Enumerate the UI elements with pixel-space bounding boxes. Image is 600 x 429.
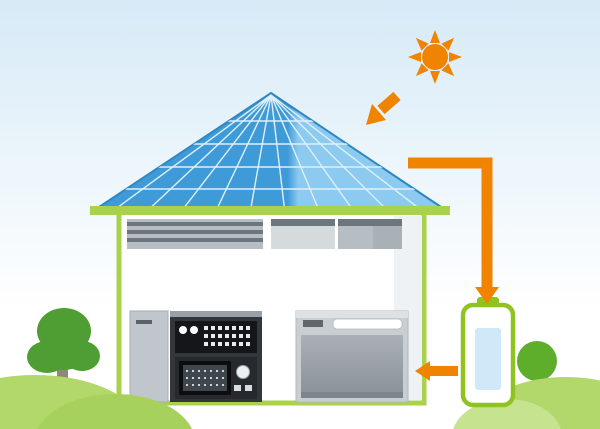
roof-to-battery-arrow-icon xyxy=(408,157,499,304)
sun-ray xyxy=(408,52,421,62)
sun-ray xyxy=(449,52,462,62)
dishwasher-handle-slot xyxy=(332,318,403,330)
dishwasher xyxy=(295,310,409,403)
battery-to-appliances-arrow-icon xyxy=(415,361,458,381)
sun-ray xyxy=(415,37,429,51)
ground-floor-appliances xyxy=(129,310,409,403)
storage-battery xyxy=(460,297,516,408)
sun-ray xyxy=(415,63,429,77)
vent-slat xyxy=(127,230,263,234)
roof-eave xyxy=(90,206,450,215)
dishwasher-control xyxy=(303,320,323,327)
sunlight-arrow-icon xyxy=(366,91,401,125)
refrigerator xyxy=(129,310,169,403)
sun-core xyxy=(422,44,448,70)
dishwasher-top xyxy=(296,311,408,318)
sun-ray xyxy=(430,71,440,84)
refrigerator-handle xyxy=(136,320,152,324)
window-right-shade xyxy=(338,219,402,226)
stove-knob xyxy=(190,326,198,334)
cooking-stove-oven-unit xyxy=(170,311,262,402)
sun-ray xyxy=(430,30,440,43)
sun-ray xyxy=(441,37,455,51)
dishwasher-kickplate xyxy=(301,392,403,398)
oven-button xyxy=(245,385,252,391)
left-tree-canopy xyxy=(27,308,100,373)
window-center-shade xyxy=(271,219,335,226)
left-bush xyxy=(0,375,193,429)
stove-control-panel xyxy=(175,321,257,353)
upper-floor-windows xyxy=(127,219,402,249)
window-right-pane xyxy=(373,226,402,249)
solar-panel-roof xyxy=(92,92,448,212)
sun-icon xyxy=(408,30,462,84)
sun-ray xyxy=(441,63,455,77)
vent-slat xyxy=(127,222,263,226)
right-tree-canopy xyxy=(517,341,557,381)
stove-knob xyxy=(179,326,187,334)
house xyxy=(116,209,427,406)
oven-knob xyxy=(236,365,250,379)
stove-top-surface xyxy=(170,311,262,317)
vent-slat xyxy=(127,238,263,242)
oven-button xyxy=(234,385,241,391)
battery-cell-window xyxy=(475,328,501,390)
dishwasher-door xyxy=(301,335,403,398)
